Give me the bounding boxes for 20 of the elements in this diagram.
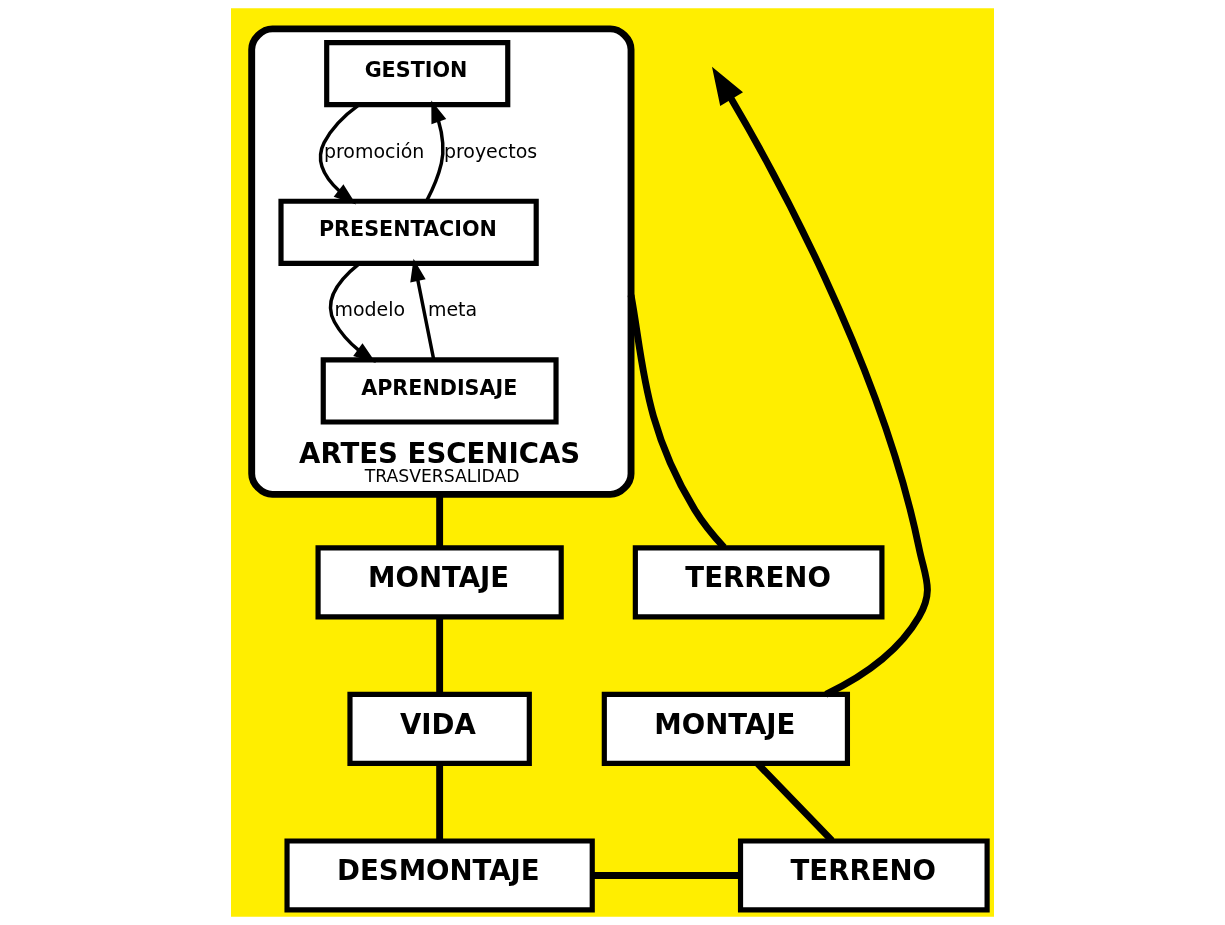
node-box: TERRENO — [737, 838, 990, 913]
connector — [436, 763, 444, 841]
node-box: APRENDISAJE — [320, 357, 559, 425]
connector — [436, 494, 444, 548]
edge-label: meta — [427, 298, 478, 321]
connector — [436, 617, 444, 695]
arrow — [410, 258, 436, 360]
node-box: PRESENTACION — [278, 198, 539, 266]
arrow — [711, 66, 931, 698]
edge-label: promoción — [323, 139, 425, 162]
node-box: GESTION — [324, 40, 511, 108]
connector — [592, 872, 740, 879]
node-box: VIDA — [347, 691, 532, 766]
edge-label: proyectos — [443, 139, 538, 162]
node-box: TERRENO — [632, 545, 885, 620]
node-box: DESMONTAJE — [284, 838, 595, 913]
node-box: MONTAJE — [601, 691, 851, 766]
node-box: MONTAJE — [315, 545, 564, 620]
arrow — [425, 100, 447, 202]
edge-label: modelo — [334, 298, 406, 321]
